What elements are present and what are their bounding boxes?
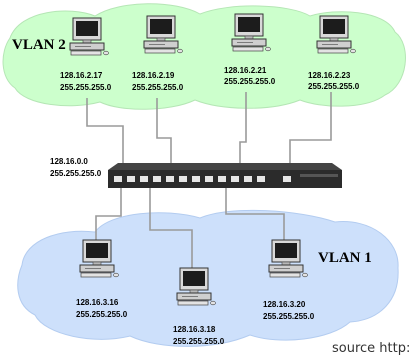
vlan1-label: VLAN 1 <box>318 250 372 266</box>
host-ip: 128.16.3.16 <box>76 298 119 307</box>
host-mask: 255.255.255.0 <box>224 77 276 86</box>
host-ip: 128.16.2.23 <box>308 71 351 80</box>
vlan2-label: VLAN 2 <box>12 37 66 53</box>
source-caption: source http: <box>332 341 410 356</box>
host-mask: 255.255.255.0 <box>76 310 128 319</box>
vlan2-host: 128.16.2.23 255.255.255.0 <box>308 15 360 91</box>
host-ip: 128.16.2.19 <box>132 71 175 80</box>
host-mask: 255.255.255.0 <box>60 83 112 92</box>
switch-ip: 128.16.0.0 <box>50 157 88 166</box>
host-ip: 128.16.3.20 <box>263 300 306 309</box>
host-mask: 255.255.255.0 <box>308 82 360 91</box>
host-ip: 128.16.3.18 <box>173 325 216 334</box>
vlan2-host: 128.16.2.17 255.255.255.0 <box>60 17 112 92</box>
vlan1-host: 128.16.3.16 255.255.255.0 <box>76 239 128 319</box>
vlan2-wires <box>86 92 332 180</box>
vlan2-host: 128.16.2.19 255.255.255.0 <box>132 15 184 92</box>
network-switch-icon <box>108 163 342 188</box>
switch-mask: 255.255.255.0 <box>50 169 102 178</box>
host-ip: 128.16.2.21 <box>224 66 267 75</box>
host-mask: 255.255.255.0 <box>263 312 315 321</box>
vlan2-cloud <box>2 3 406 110</box>
host-mask: 255.255.255.0 <box>132 83 184 92</box>
host-ip: 128.16.2.17 <box>60 71 103 80</box>
vlan1-wires <box>95 188 285 278</box>
vlan1-host: 128.16.3.18 255.255.255.0 <box>173 267 225 346</box>
host-mask: 255.255.255.0 <box>173 337 225 346</box>
vlan1-host: 128.16.3.20 255.255.255.0 <box>263 239 315 321</box>
vlan2-host: 128.16.2.21 255.255.255.0 <box>224 13 276 86</box>
